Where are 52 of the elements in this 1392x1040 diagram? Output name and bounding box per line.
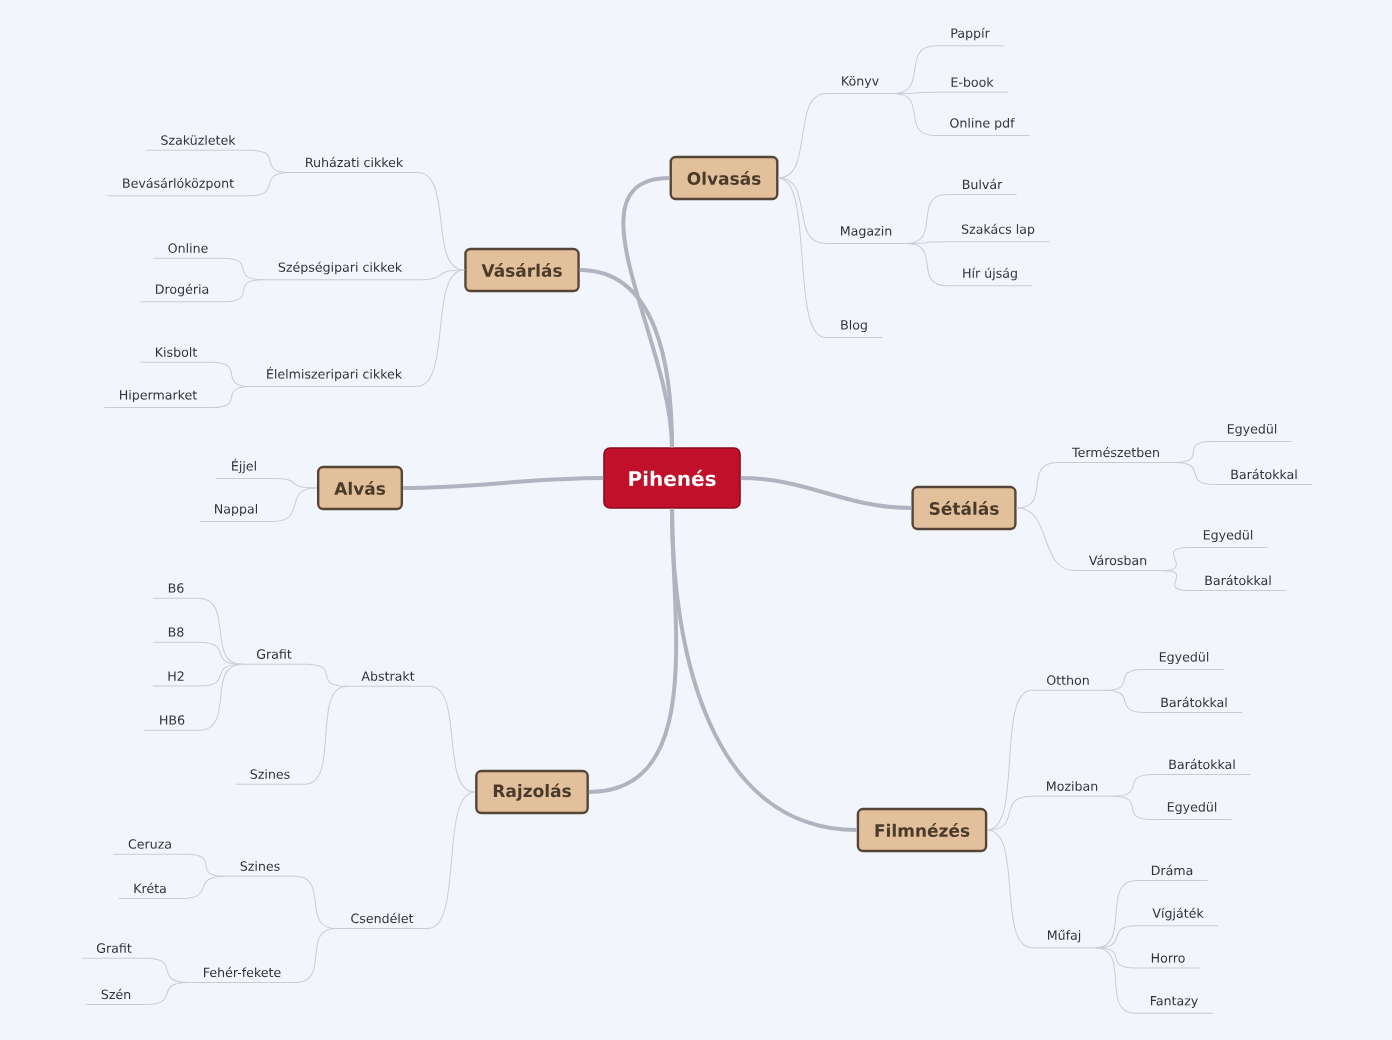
branch-line <box>1103 669 1145 691</box>
branch-line <box>271 478 318 489</box>
topic-box: Sétálás <box>911 485 1017 531</box>
branch-line <box>670 508 857 832</box>
branch-line <box>1095 947 1136 1014</box>
branch-line <box>223 279 264 303</box>
branch-line <box>428 685 476 793</box>
topic-box: Alvás <box>316 465 404 511</box>
branch-line <box>416 269 465 281</box>
branch-line <box>198 663 243 731</box>
branch-line <box>893 93 936 136</box>
branch-line <box>1103 689 1147 714</box>
branch-line <box>1095 880 1137 949</box>
branch-line <box>986 829 1033 949</box>
topic-box: Filmnézés <box>856 807 988 853</box>
branch-line <box>415 269 465 388</box>
branch-line <box>778 93 827 179</box>
topic-box: Rajzolás <box>475 769 589 815</box>
branch-line <box>986 689 1033 831</box>
branch-line <box>1173 462 1217 486</box>
branch-line <box>294 875 337 930</box>
branch-line <box>304 685 348 785</box>
branch-line <box>403 476 604 490</box>
branch-line <box>305 663 348 687</box>
branch-line <box>1161 570 1191 592</box>
branch-line <box>145 982 189 1006</box>
branch-line <box>180 875 226 900</box>
branch-line <box>986 795 1032 831</box>
branch-line <box>1112 795 1153 820</box>
branch-line <box>906 243 949 287</box>
branch-line <box>211 386 253 408</box>
branch-line <box>1095 947 1137 969</box>
branch-line <box>272 487 318 522</box>
branch-line <box>893 45 937 94</box>
topic-box: Vásárlás <box>464 247 580 293</box>
branch-line <box>295 928 337 984</box>
central-topic-box: Pihenés <box>603 447 741 509</box>
branch-line <box>198 641 243 665</box>
branch-line <box>427 791 476 930</box>
branch-line <box>417 172 465 271</box>
branch-line <box>1016 507 1075 572</box>
topic-box: Olvasás <box>669 155 779 201</box>
branch-line <box>198 597 243 665</box>
branch-line <box>247 172 291 197</box>
branch-line <box>1112 774 1155 797</box>
branch-line <box>740 476 912 510</box>
branch-line <box>579 268 674 448</box>
branch-line <box>1016 462 1059 509</box>
branch-line <box>906 194 948 244</box>
branch-line <box>185 853 226 877</box>
branch-line <box>778 177 827 338</box>
branch-line <box>778 177 826 244</box>
